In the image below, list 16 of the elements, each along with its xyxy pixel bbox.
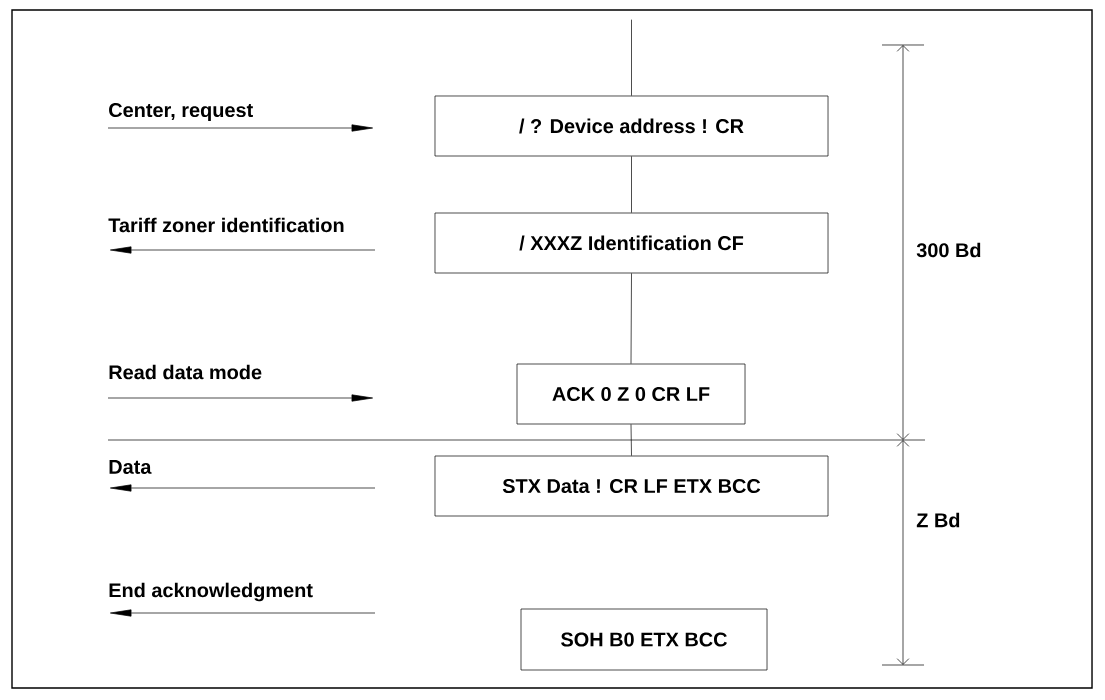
message-box: SOH B0 ETX BCC — [520, 608, 768, 671]
connector-line — [630, 273, 632, 364]
message-box: ACK 0 Z 0 CR LF — [516, 363, 746, 425]
connector-line — [630, 424, 632, 456]
message-label: Data — [109, 460, 152, 474]
message-label: Tariff zoner identification — [108, 217, 344, 233]
message-box: / XXXZ Identification CF — [434, 212, 829, 274]
dimension-label: 300 Bd — [916, 242, 981, 258]
message-label: Read data mode — [109, 364, 262, 380]
message-label: End acknowledgment — [109, 582, 313, 602]
message-label: Center, request — [109, 103, 253, 121]
connector-line — [631, 156, 632, 213]
connector-line — [631, 19, 632, 96]
message-box: / ? Device address ! CR — [434, 95, 829, 157]
dimension-label: Z Bd — [916, 512, 960, 528]
message-box: STX Data ! CR LF ETX BCC — [434, 455, 829, 517]
